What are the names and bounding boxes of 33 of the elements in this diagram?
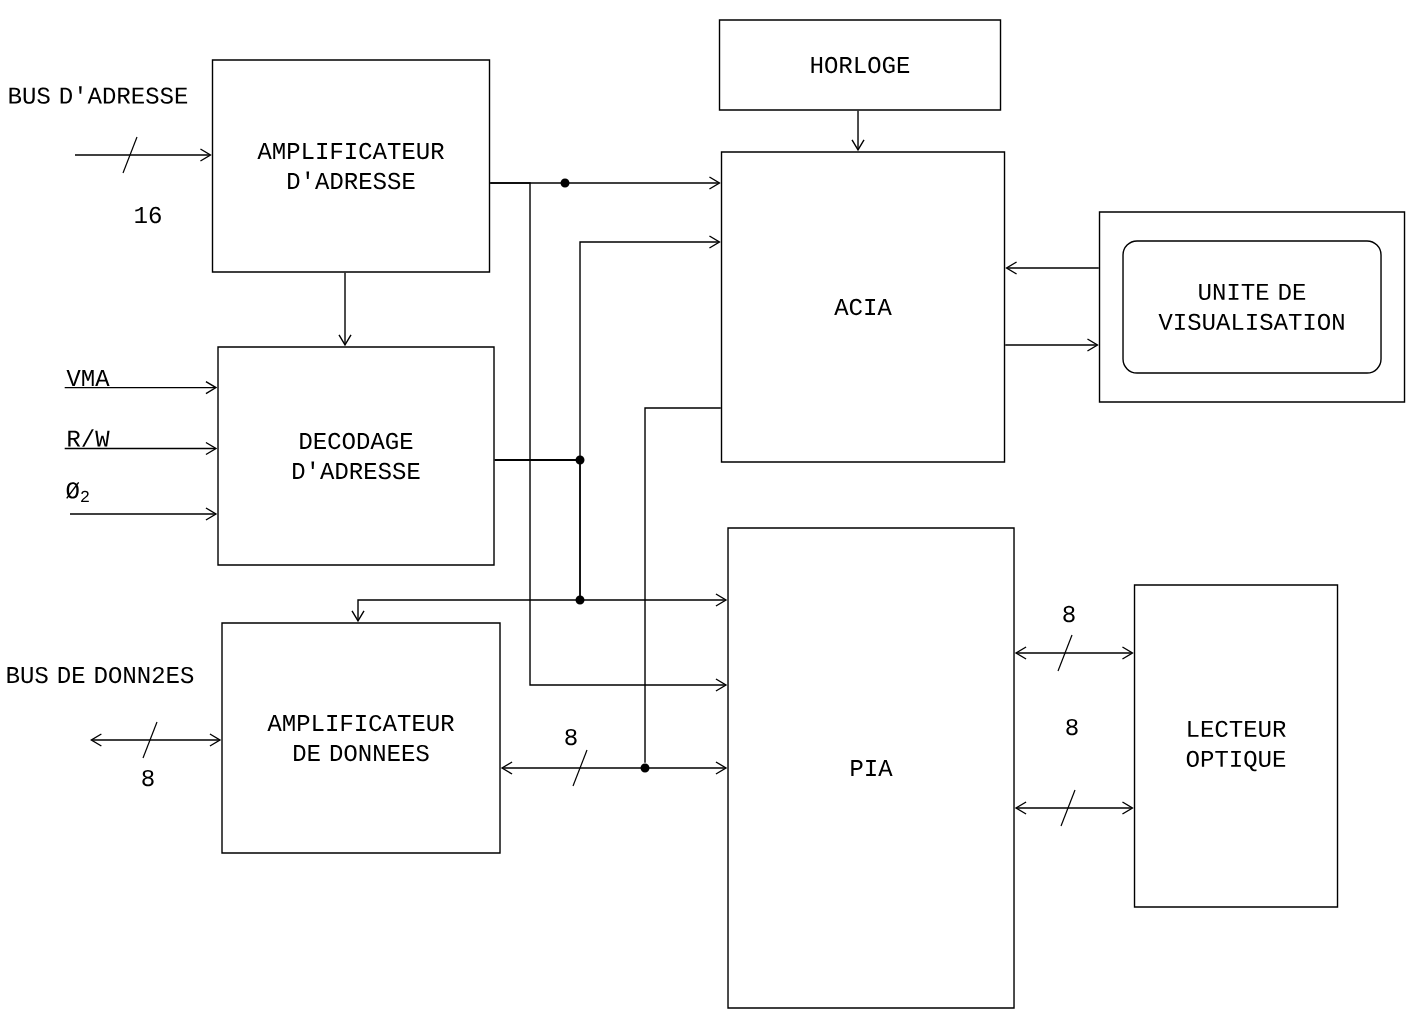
display-box [1098,211,1406,403]
block-box: PIA [727,527,1015,1009]
arrow [500,761,728,775]
arrow [74,148,212,162]
arrow [1014,646,1134,660]
signal-label: BUS D'ADRESSE [9,86,188,104]
signal-label: BUS DE DONN2ES [7,666,194,684]
block-box: AMPLIFICATEUR DE DONNEES [221,622,501,854]
block-box: LECTEUR OPTIQUE [1133,584,1339,908]
screen-box: UNITE DE VISUALISATION [1122,240,1382,374]
signal-label: R/W [68,429,110,447]
arrow [1004,338,1099,352]
arrow [64,380,218,395]
bus-width-label: 8 [139,768,157,788]
block-box: DECODAGE D'ADRESSE [217,346,495,566]
bus-width-label: 8 [562,727,580,747]
block-box: ACIA [720,151,1006,463]
bus-width-label: 16 [132,205,164,225]
arrow [338,272,352,347]
block-box: AMPLIFICATEUR D'ADRESSE [211,59,491,273]
bus-width-label: 8 [1063,717,1081,737]
block-box: HORLOGE [718,19,1002,111]
arrow [1014,801,1134,815]
arrow [351,459,581,623]
bus-width-label: 8 [1060,604,1078,624]
arrow [69,507,218,521]
arrow [64,441,218,456]
arrow [1005,261,1100,275]
arrow [851,110,865,152]
arrow [90,733,222,747]
arrow [489,182,728,692]
signal-label: Ø$_{2}$ [66,482,89,503]
signal-label: VMA [66,370,110,386]
